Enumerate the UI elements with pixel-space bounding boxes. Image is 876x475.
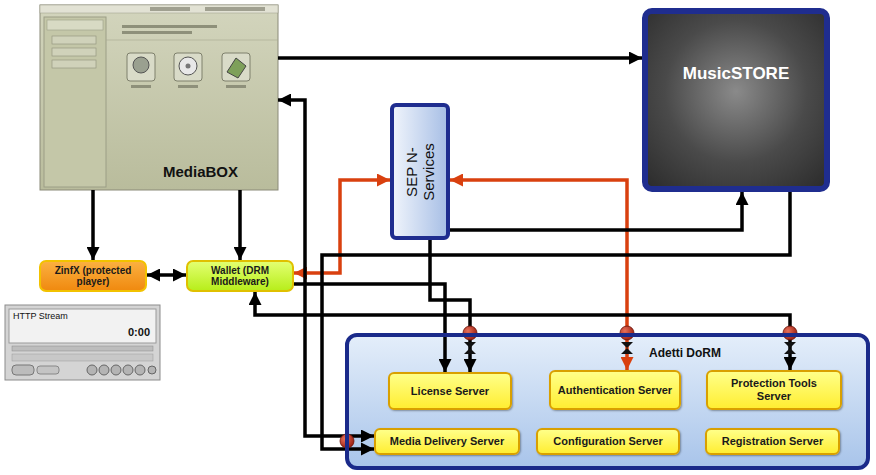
connector <box>430 240 470 372</box>
player-screenshot <box>5 305 160 380</box>
node-text: Authentication Server <box>558 384 672 397</box>
player-box: ZinfX (protected player) <box>39 260 147 292</box>
server-box: Protection Tools Server <box>706 370 842 410</box>
mediabox-screenshot <box>40 5 278 190</box>
connector <box>147 273 186 277</box>
node-text: SEP N-Services <box>403 122 437 222</box>
server-box: License Server <box>388 372 512 410</box>
server-box: Media Delivery Server <box>374 428 520 455</box>
connector <box>255 292 790 370</box>
node-text: MediaBOX <box>163 163 238 180</box>
node-text: Registration Server <box>722 435 823 448</box>
screen-text: 0:00 <box>128 326 150 338</box>
connector <box>278 56 642 60</box>
connector <box>238 190 242 260</box>
node-text: Adetti DoRM <box>649 346 721 360</box>
connector <box>450 192 742 230</box>
node-text: Wallet (DRM Middleware) <box>191 265 289 287</box>
system-container: Adetti DoRM License Server Authentication … <box>345 333 870 470</box>
node-text: ZinfX (protected player) <box>44 265 142 287</box>
store-box: MusicSTORE <box>642 8 830 192</box>
connector <box>91 190 95 260</box>
connector <box>294 284 445 372</box>
node-text: Configuration Server <box>553 435 662 448</box>
server-box: Authentication Server <box>549 370 681 410</box>
screenshot-node: MediaBOX <box>40 5 278 190</box>
connector <box>450 180 627 370</box>
node-text: MusicSTORE <box>683 64 789 84</box>
node-text: Media Delivery Server <box>390 435 504 448</box>
server-box: Configuration Server <box>536 428 680 455</box>
screen-text: HTTP Stream <box>13 311 68 321</box>
middleware-box: Wallet (DRM Middleware) <box>186 260 294 292</box>
connector <box>294 180 390 273</box>
screen-label-box: 0:00 <box>128 326 150 338</box>
node-text: License Server <box>411 385 489 398</box>
screen-label-box: HTTP Stream <box>13 311 68 321</box>
node-text: Protection Tools Server <box>713 377 835 403</box>
server-box: Registration Server <box>705 428 840 455</box>
service-box: SEP N-Services <box>390 103 450 240</box>
